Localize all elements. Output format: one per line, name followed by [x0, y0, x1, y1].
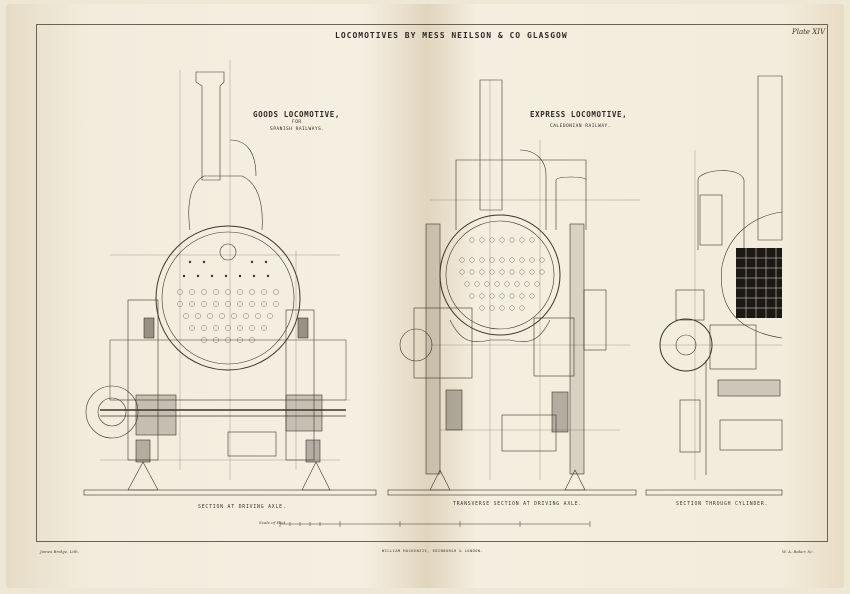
left-page	[6, 4, 426, 588]
cylinder-caption: SECTION THROUGH CYLINDER.	[676, 502, 769, 507]
goods-for-line: FOR	[292, 120, 302, 125]
plate-title: LOCOMOTIVES BY MESS NEILSON & CO GLASGOW	[335, 31, 568, 40]
publisher-line: WILLIAM MACKENZIE, EDINBURGH & LONDON.	[382, 549, 484, 553]
plate-frame	[36, 24, 828, 542]
goods-railway: SPANISH RAILWAYS.	[270, 127, 325, 132]
scale-label: Scale of Feet	[259, 520, 286, 525]
engraver-credit: W. A. Baker, Sc.	[782, 549, 814, 554]
express-railway: CALEDONIAN RAILWAY.	[550, 124, 611, 129]
express-locomotive-drawing	[387, 79, 640, 496]
cylinder-section-drawing	[645, 75, 783, 496]
goods-locomotive-drawing	[83, 60, 377, 496]
goods-heading: GOODS LOCOMOTIVE,	[253, 110, 340, 119]
plate-number: Plate XIV	[792, 28, 826, 36]
express-caption: TRANSVERSE SECTION AT DRIVING AXLE.	[453, 502, 583, 507]
artist-credit: James Bridge, Lith.	[40, 549, 80, 554]
scale-of-feet	[279, 521, 591, 527]
goods-caption: SECTION AT DRIVING AXLE.	[198, 505, 287, 510]
express-heading: EXPRESS LOCOMOTIVE,	[530, 110, 628, 119]
